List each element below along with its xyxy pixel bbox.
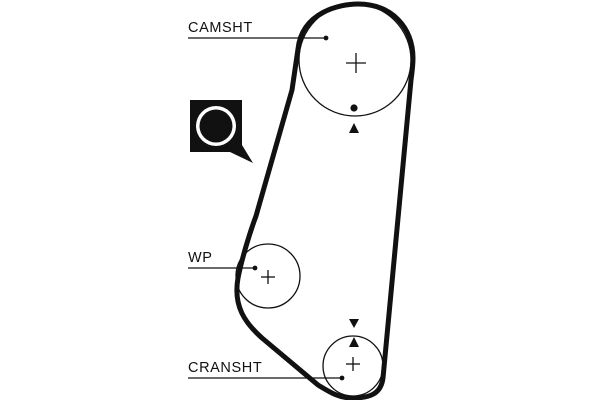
- crankshaft-timing-mark-bottom-icon: [349, 337, 359, 347]
- camshaft-center-cross-icon: [346, 53, 366, 73]
- camshaft-timing-dot-icon: [350, 104, 358, 112]
- water-pump-center-cross-icon: [261, 270, 275, 284]
- water-pump-leader-dot: [252, 265, 258, 271]
- crankshaft-pulley: [322, 319, 384, 397]
- water-pump-pulley: [235, 243, 301, 309]
- camshaft-leader-dot: [323, 35, 329, 41]
- water-pump-callout: WP: [188, 250, 258, 271]
- crankshaft-callout: CRANSHT: [188, 360, 345, 381]
- camshaft-timing-mark-icon: [349, 123, 359, 133]
- crankshaft-label: CRANSHT: [188, 360, 262, 376]
- water-pump-pulley-circle: [235, 243, 301, 309]
- water-pump-label: WP: [188, 250, 213, 266]
- camshaft-pulley: [298, 3, 412, 133]
- crankshaft-pulley-circle: [322, 335, 384, 397]
- camshaft-callout: CAMSHT: [188, 20, 329, 41]
- crankshaft-timing-mark-top-icon: [349, 319, 359, 328]
- camshaft-pulley-circle: [298, 3, 412, 117]
- tensioner-badge-inner: [199, 109, 233, 143]
- tensioner-badge-icon: T: [190, 100, 253, 163]
- crankshaft-leader-dot: [339, 375, 345, 381]
- tensioner-badge-letter: T: [208, 111, 224, 141]
- crankshaft-center-cross-icon: [346, 357, 360, 371]
- timing-belt: [234, 1, 416, 401]
- camshaft-label: CAMSHT: [188, 20, 253, 36]
